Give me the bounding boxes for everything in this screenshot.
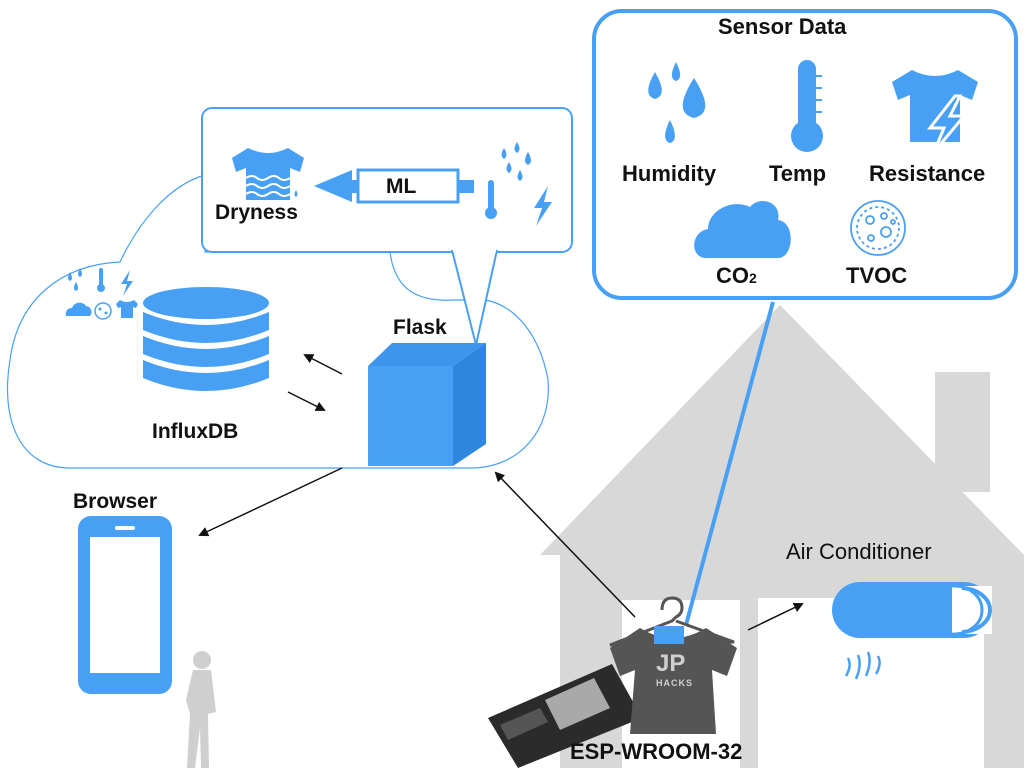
air-conditioner-label: Air Conditioner [786,539,932,564]
shirt-logo: JP [656,650,686,677]
humidity-label: Humidity [622,161,717,186]
humidity-icon [648,62,706,143]
shirt-icon [610,626,737,734]
dryness-label: Dryness [215,201,298,224]
ml-input-lightning-icon [534,186,552,226]
arrow-esp-to-aircon [747,602,804,631]
tvoc-icon [850,200,906,256]
sensor-data-title: Sensor Data [718,14,847,39]
resistance-label: Resistance [869,161,986,186]
shirt-lightning-icon [892,70,978,153]
db-sensor-icons [65,268,138,320]
arrow-esp-to-flask [494,471,636,618]
ml-input-drops-icon [501,142,531,181]
temp-label: Temp [769,161,827,186]
esp32-board-icon [488,664,642,768]
influxdb-label: InfluxDB [152,420,239,443]
co2-label: CO2 [716,265,757,287]
flask-label: Flask [393,316,447,339]
arrow-db-to-flask [287,391,326,411]
shirt-text: HACKS [656,678,694,688]
co2-main: CO [716,263,749,288]
wet-shirt-icon [232,148,304,200]
co2-cloud-icon [694,201,791,258]
esp-wroom-label: ESP-WROOM-32 [570,739,743,764]
browser-label: Browser [73,490,158,513]
co2-subscript: 2 [749,270,757,286]
hanger-icon [609,596,735,647]
air-conditioner-icon [832,582,993,680]
thermometer-icon [791,60,823,152]
smartphone-icon [78,516,172,694]
server-box-icon [368,343,486,466]
tvoc-label: TVOC [846,263,908,288]
ml-label: ML [386,175,417,198]
database-icon [143,287,269,391]
arrow-flask-to-db [303,354,343,375]
person-walking-icon [186,651,216,768]
ml-pipeline-arrow [314,168,474,204]
ml-input-thermometer-icon [485,180,497,219]
arrow-flask-to-browser [198,467,343,537]
